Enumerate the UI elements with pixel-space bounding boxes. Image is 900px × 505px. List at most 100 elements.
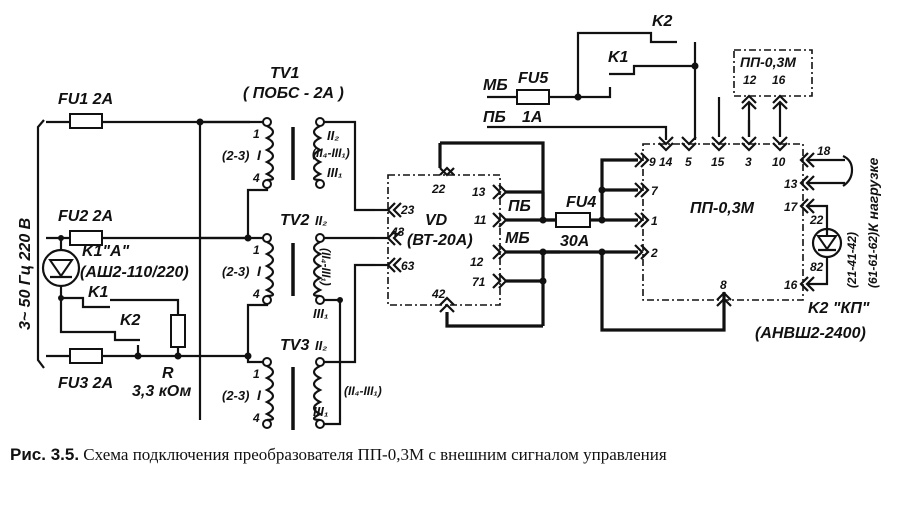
transformer-tv3 bbox=[244, 263, 375, 430]
vd-pin-23: 23 bbox=[400, 203, 415, 217]
contact-k2 bbox=[59, 298, 142, 360]
vd-pin-11: 11 bbox=[474, 213, 487, 227]
vd-model: (ВТ-20А) bbox=[407, 232, 473, 249]
fuse-fu4-name: FU4 bbox=[566, 194, 596, 211]
remote-name: ПП-0,3М bbox=[740, 54, 796, 70]
resistor-name: R bbox=[162, 365, 174, 382]
fuse-fu5 bbox=[516, 89, 550, 105]
vd-pin-22: 22 bbox=[431, 182, 446, 196]
vd-pin-13: 13 bbox=[472, 185, 486, 199]
tv3-sec-mid: (II₄-III₁) bbox=[344, 384, 382, 398]
pp-name: ПП-0,3М bbox=[690, 200, 755, 217]
pp-pin-18: 18 bbox=[817, 144, 831, 158]
control-pb-label: ПБ bbox=[483, 109, 506, 126]
pp-pin-10: 10 bbox=[772, 155, 786, 169]
pp-pin-5: 5 bbox=[685, 155, 692, 169]
contact-k2-label: K2 bbox=[120, 312, 141, 329]
converter-pp03m bbox=[634, 136, 815, 307]
phase-line-c bbox=[46, 348, 250, 364]
dc-minus-bus bbox=[543, 248, 726, 332]
transformer-tv1 bbox=[200, 117, 375, 238]
tv3-name: TV3 bbox=[280, 337, 309, 354]
relay-k1-coil-icon bbox=[41, 248, 81, 288]
vd-name: VD bbox=[425, 212, 448, 229]
tv2-name: TV2 bbox=[280, 212, 309, 229]
figure-caption-text: Схема подключения преобразователя ПП-0,3… bbox=[83, 445, 667, 464]
vd-pin-12: 12 bbox=[470, 255, 484, 269]
rectifier-vd bbox=[375, 141, 560, 328]
contact-k1-label: K1 bbox=[88, 284, 109, 301]
pp-pin-17: 17 bbox=[784, 200, 799, 214]
tv2-pin-1: 1 bbox=[253, 243, 260, 257]
tv2-sec-mid: (II₄-III₁) bbox=[319, 248, 333, 286]
vd-mb-label: МБ bbox=[505, 230, 530, 247]
k2-name: K2 "КП" bbox=[808, 300, 870, 317]
fuse-fu5-rating: 1A bbox=[522, 109, 542, 126]
relay-k2 bbox=[808, 204, 843, 286]
tv1-primary-pins: (2-3) bbox=[222, 148, 249, 163]
fuse-fu3-label: FU3 2A bbox=[58, 375, 113, 392]
tv3-pin-1: 1 bbox=[253, 367, 260, 381]
k2-model: (АНВШ2-2400) bbox=[755, 325, 866, 342]
control-circuit bbox=[487, 31, 751, 140]
fuse-fu2-label: FU2 2A bbox=[58, 208, 113, 225]
k2-pin-82: 82 bbox=[810, 260, 824, 274]
vd-pin-43: 43 bbox=[390, 225, 405, 239]
pp-pin-9: 9 bbox=[649, 155, 656, 169]
tv1-model: ( ПОБС - 2А ) bbox=[243, 85, 344, 102]
remote-pin-16: 16 bbox=[772, 73, 786, 87]
control-mb-label: МБ bbox=[483, 77, 508, 94]
pp-pin-3: 3 bbox=[745, 155, 752, 169]
k2-pin-22: 22 bbox=[809, 213, 824, 227]
fuse-fu5-name: FU5 bbox=[518, 70, 549, 87]
vd-pin-63: 63 bbox=[401, 259, 415, 273]
tv1-primary-winding: I bbox=[257, 147, 262, 163]
load-label: К нагрузке bbox=[865, 157, 881, 232]
contact-k1 bbox=[61, 296, 180, 315]
supply-bracket bbox=[36, 119, 45, 369]
k2-alt2: (61-61-62) bbox=[866, 232, 880, 288]
pp-pin-1: 1 bbox=[651, 214, 658, 228]
tv3-primary-winding: I bbox=[257, 387, 262, 403]
tv1-pin-4: 4 bbox=[252, 171, 260, 185]
pp-pin-16: 16 bbox=[784, 278, 798, 292]
k2-alt1: (21-41-42) bbox=[845, 232, 859, 288]
tv1-pin-1: 1 bbox=[253, 127, 260, 141]
remote-pin-12: 12 bbox=[743, 73, 757, 87]
tv3-sec-top: II₂ bbox=[315, 338, 327, 353]
fuse-fu4 bbox=[543, 212, 606, 228]
control-k1-label: K1 bbox=[608, 49, 629, 66]
tv2-primary-pins: (2-3) bbox=[222, 264, 249, 279]
relay-k1-name: K1"A" bbox=[82, 243, 130, 260]
resistor-value: 3,3 кОм bbox=[132, 383, 191, 400]
tv2-primary-winding: I bbox=[257, 263, 262, 279]
tv2-pin-4: 4 bbox=[252, 287, 260, 301]
transformer-tv2 bbox=[200, 233, 375, 356]
pp-pin-14: 14 bbox=[659, 155, 673, 169]
fuse-fu3 bbox=[69, 348, 103, 364]
pp-pin-15: 15 bbox=[711, 155, 725, 169]
tv2-sec-bottom: III₁ bbox=[313, 306, 328, 321]
figure-label: Рис. 3.5. bbox=[10, 445, 80, 464]
relay-k1-model: (АШ2-110/220) bbox=[80, 264, 189, 281]
tv1-sec-mid: (II₄-III₁) bbox=[312, 146, 350, 160]
tv3-primary-pins: (2-3) bbox=[222, 388, 249, 403]
tv3-sec-bottom: III₁ bbox=[313, 404, 328, 419]
control-k2-label: K2 bbox=[652, 13, 673, 30]
relay-k1 bbox=[41, 235, 81, 301]
tv2-sec-top: II₂ bbox=[315, 213, 327, 228]
figure-caption: Рис. 3.5. Схема подключения преобразоват… bbox=[10, 444, 890, 465]
tv3-pin-4: 4 bbox=[252, 411, 260, 425]
pp-pin-7: 7 bbox=[651, 184, 659, 198]
load-lines bbox=[808, 154, 854, 187]
vd-pin-71: 71 bbox=[472, 275, 486, 289]
resistor-r bbox=[170, 314, 186, 360]
tv1-sec-top: II₂ bbox=[327, 128, 339, 143]
remote-unit bbox=[733, 49, 813, 137]
pp-pin-8: 8 bbox=[720, 278, 727, 292]
supply-label: 3~ 50 Гц 220 В bbox=[17, 218, 34, 330]
dc-plus-bus bbox=[598, 158, 638, 222]
tv1-sec-bottom: III₁ bbox=[327, 165, 342, 180]
fuse-fu4-rating: 30A bbox=[560, 233, 589, 250]
fuse-fu1 bbox=[69, 113, 103, 129]
